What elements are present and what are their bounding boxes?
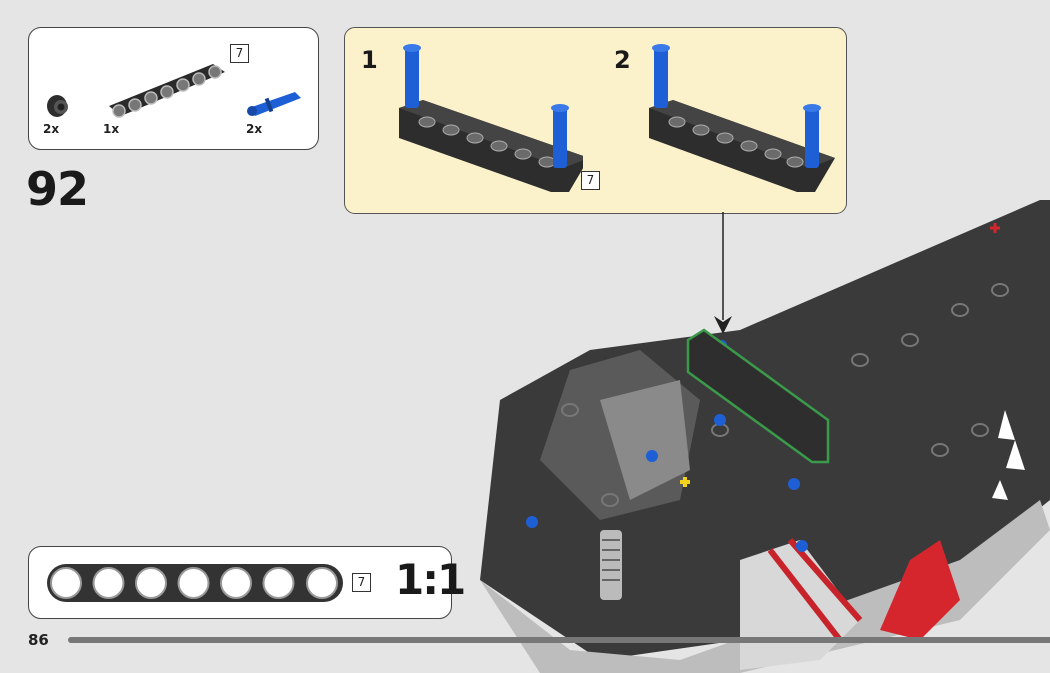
sub-step-1-illustration <box>399 44 583 192</box>
sub-step-1-length-label: 7 <box>581 171 600 190</box>
beam-ruler-icon <box>47 564 343 602</box>
beam-qty: 1x <box>103 122 120 136</box>
sub-step-1-number: 1 <box>361 46 378 74</box>
step-number: 92 <box>26 162 89 216</box>
parts-list-panel: 2x 1x 7 2x <box>28 27 319 150</box>
callout-pointer-arrow <box>714 212 732 334</box>
sub-step-2-number: 2 <box>614 46 631 74</box>
beam-part-icon <box>109 64 225 118</box>
model-illustration <box>480 200 1050 673</box>
page-progress-line <box>68 637 1050 643</box>
length-ruler-panel: 7 1:1 <box>28 546 466 619</box>
scale-label: 1:1 <box>395 555 466 604</box>
page-number: 86 <box>28 631 49 649</box>
sub-step-2-illustration <box>649 44 835 192</box>
blue-pin-part-icon <box>247 92 301 116</box>
bush-qty: 2x <box>43 122 60 136</box>
beam-length-label: 7 <box>230 44 249 63</box>
sub-assembly-callout: 1 7 2 <box>344 27 847 214</box>
ruler-length-label: 7 <box>352 573 371 592</box>
bush-part-icon <box>47 95 68 117</box>
pin-qty: 2x <box>246 122 263 136</box>
